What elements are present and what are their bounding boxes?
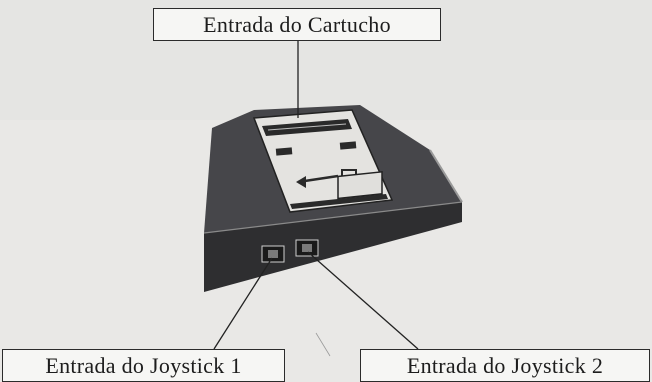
front-expansion-slot — [337, 171, 383, 200]
leader-line-joystick-2 — [307, 251, 419, 350]
joystick-2-label: Entrada do Joystick 2 — [360, 349, 650, 382]
cartridge-slot-label: Entrada do Cartucho — [153, 8, 441, 41]
console-front-face — [204, 202, 462, 292]
joystick-port-1 — [261, 245, 285, 263]
joystick-1-label: Entrada do Joystick 1 — [2, 349, 285, 382]
leader-line-joystick-1 — [213, 257, 273, 350]
joystick-port-2 — [295, 239, 319, 257]
